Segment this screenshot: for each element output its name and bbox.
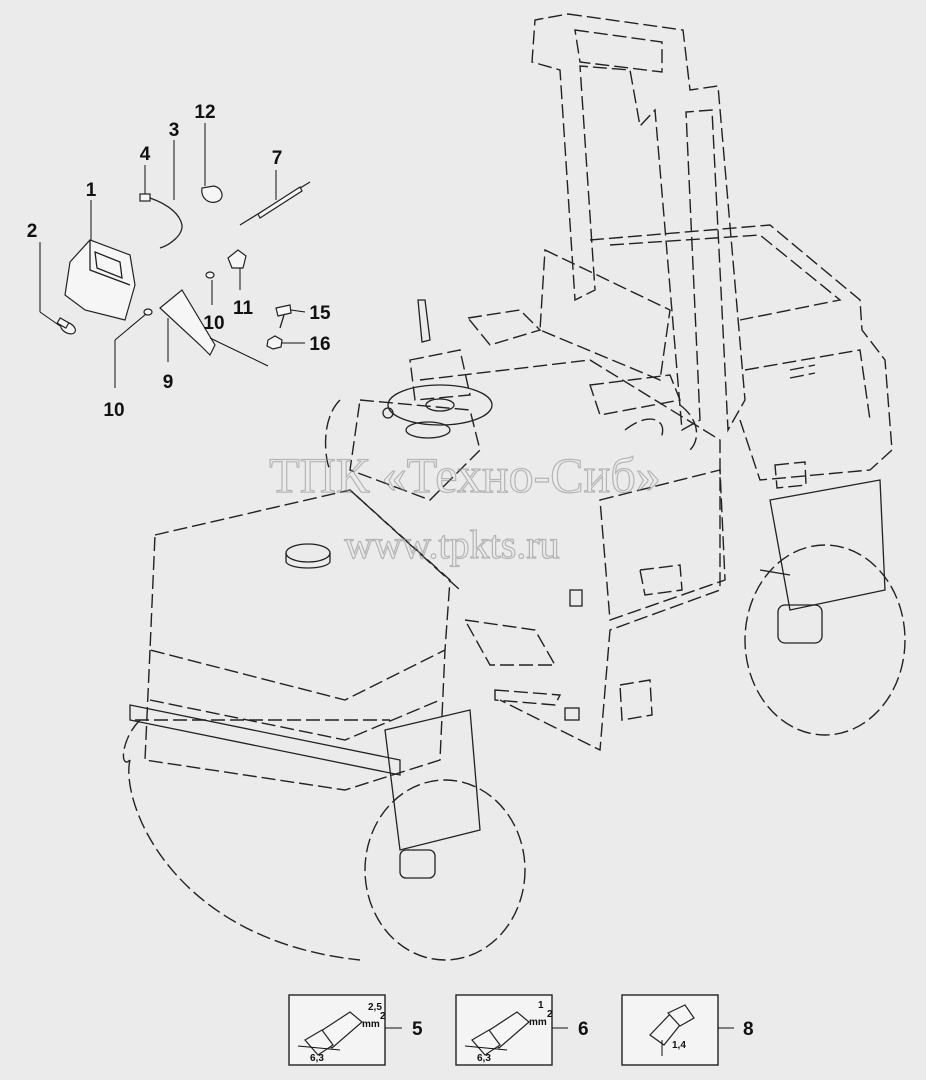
washer-right (205, 271, 215, 279)
callout-2: 2 (27, 221, 38, 242)
work-light-housing (64, 239, 136, 321)
box6-sup: 2 (547, 1009, 553, 1020)
callout-9: 9 (163, 372, 174, 393)
box5-sup: 2 (380, 1011, 386, 1022)
bolt (275, 304, 292, 329)
callout-4: 4 (140, 144, 151, 165)
watermark: ТПК «Техно-Сиб» www.tpkts.ru (269, 446, 662, 567)
box6-size: 1 (538, 1000, 544, 1011)
callout-labels: 1 2 3 4 7 9 10 10 11 12 15 16 (27, 102, 331, 421)
box5-unit: mm (362, 1019, 380, 1030)
bulb (56, 317, 76, 335)
callout-8: 8 (743, 1019, 754, 1040)
exploded-parts (56, 181, 311, 357)
callout-11: 11 (233, 298, 254, 319)
box8-width: 1,4 (672, 1040, 686, 1051)
cable (149, 197, 183, 249)
leader-lines (39, 123, 306, 388)
callout-5: 5 (412, 1019, 423, 1040)
connector-box-6: 1 mm 2 6,3 6 (455, 994, 589, 1066)
lamp-socket (139, 193, 151, 202)
callout-6: 6 (578, 1019, 589, 1040)
box6-unit: mm (529, 1017, 547, 1028)
washer-left (143, 308, 153, 316)
connector-box-8: 1,4 8 (621, 994, 754, 1066)
watermark-company: ТПК «Техно-Сиб» (269, 447, 661, 503)
callout-10-upper: 10 (203, 313, 224, 334)
callout-16: 16 (309, 334, 330, 355)
connector-box-5: 2,5 mm 2 6,3 5 (288, 994, 423, 1066)
box6-width: 6,3 (477, 1053, 491, 1064)
callout-7: 7 (272, 148, 283, 169)
threaded-rod (257, 186, 303, 219)
roller-machine-outline (122, 13, 906, 961)
watermark-url: www.tpkts.ru (344, 522, 559, 567)
callout-15: 15 (309, 303, 331, 324)
box5-size: 2,5 (368, 1002, 382, 1013)
knob (227, 249, 247, 269)
box5-width: 6,3 (310, 1053, 324, 1064)
callout-1: 1 (86, 180, 97, 201)
hose-clamp (201, 185, 223, 203)
callout-12: 12 (194, 102, 215, 123)
mounting-bracket (159, 289, 216, 357)
callout-10-lower: 10 (103, 400, 124, 421)
callout-3: 3 (169, 120, 180, 141)
nut (266, 335, 283, 350)
